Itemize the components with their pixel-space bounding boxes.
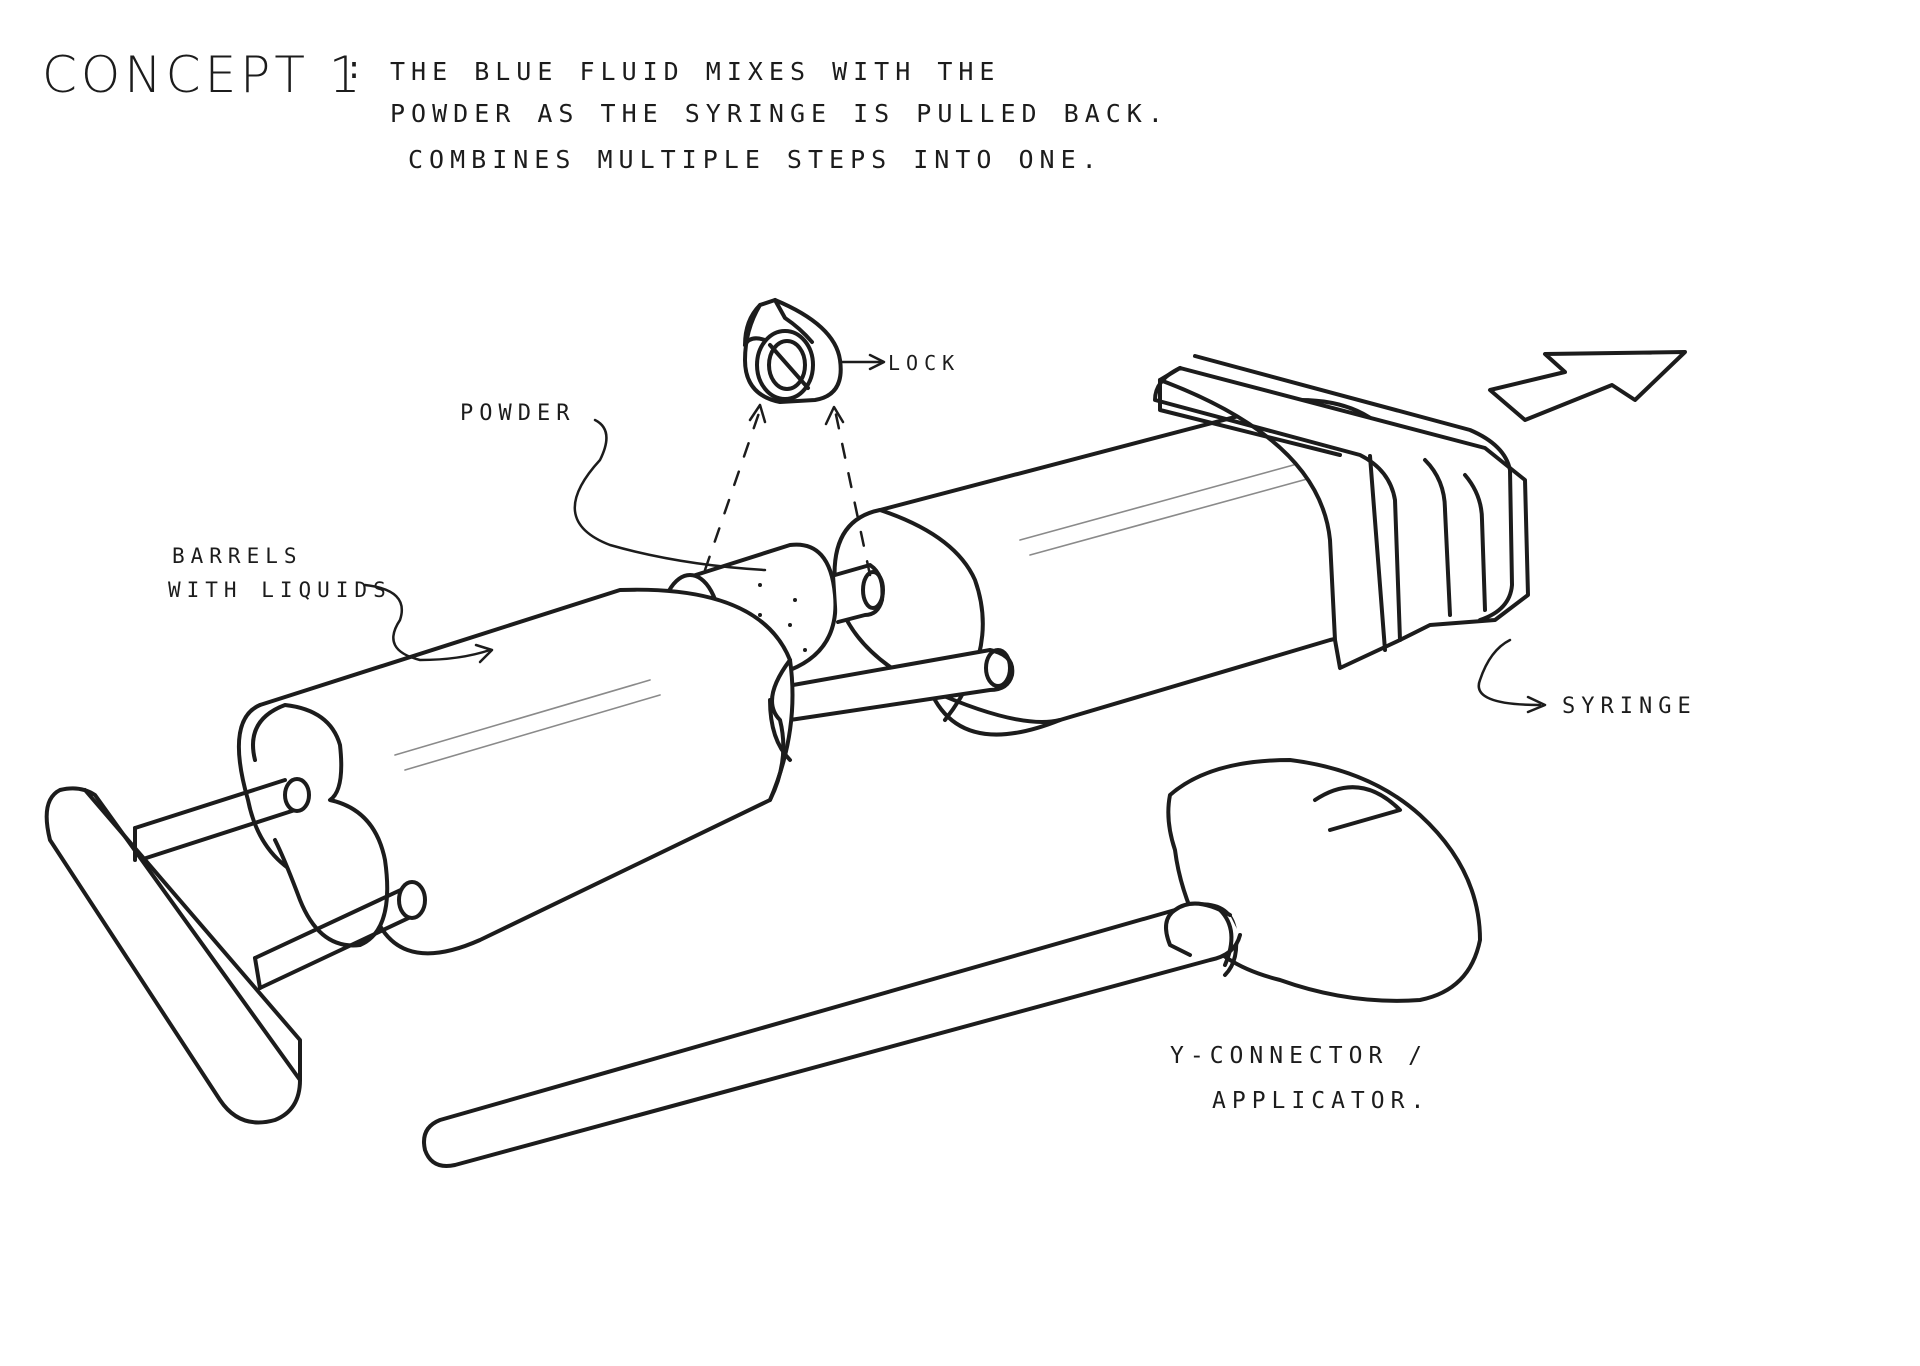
barrels-leader-line bbox=[363, 583, 492, 662]
lock-label: LOCK bbox=[888, 351, 960, 375]
connecting-rod bbox=[763, 648, 1015, 722]
plunger bbox=[44, 777, 427, 1125]
powder-leader-line bbox=[573, 418, 767, 572]
pull-direction-arrow-icon bbox=[1488, 350, 1687, 422]
syringe-leader-arrowhead-icon bbox=[1526, 695, 1547, 714]
description-line-1: THE BLUE FLUID MIXES WITH THE bbox=[390, 57, 1001, 86]
y-connector-applicator bbox=[422, 758, 1482, 1168]
concept-title: CONCEPT 1 bbox=[42, 46, 365, 104]
powder-label: POWDER bbox=[460, 401, 575, 426]
lock-icon bbox=[743, 298, 843, 404]
liquid-barrels bbox=[236, 587, 795, 956]
barrels-label-line-2: WITH LIQUIDS bbox=[168, 578, 392, 602]
description-line-3: COMBINES MULTIPLE STEPS INTO ONE. bbox=[408, 145, 1103, 174]
barrels-leader-arrowhead-icon bbox=[474, 643, 494, 664]
connector-label-line-2: APPLICATOR. bbox=[1212, 1088, 1430, 1114]
lock-assembly-dash-left bbox=[703, 408, 762, 572]
lock-assembly-arrowhead-left-icon bbox=[748, 403, 767, 424]
lock-assembly-dash-right bbox=[833, 408, 872, 577]
description-line-2: POWDER AS THE SYRINGE IS PULLED BACK. bbox=[390, 99, 1169, 128]
lock-leader-arrowhead-icon bbox=[868, 353, 886, 371]
connector-label-line-1: Y-CONNECTOR / bbox=[1170, 1043, 1428, 1069]
syringe-end-flange bbox=[1153, 354, 1530, 670]
syringe-leader-line bbox=[1477, 638, 1542, 707]
title-separator: : bbox=[345, 51, 369, 86]
lock-assembly-arrowhead-right-icon bbox=[824, 405, 845, 426]
barrels-label-line-1: BARRELS bbox=[172, 544, 303, 568]
syringe-label: SYRINGE bbox=[1562, 694, 1697, 719]
